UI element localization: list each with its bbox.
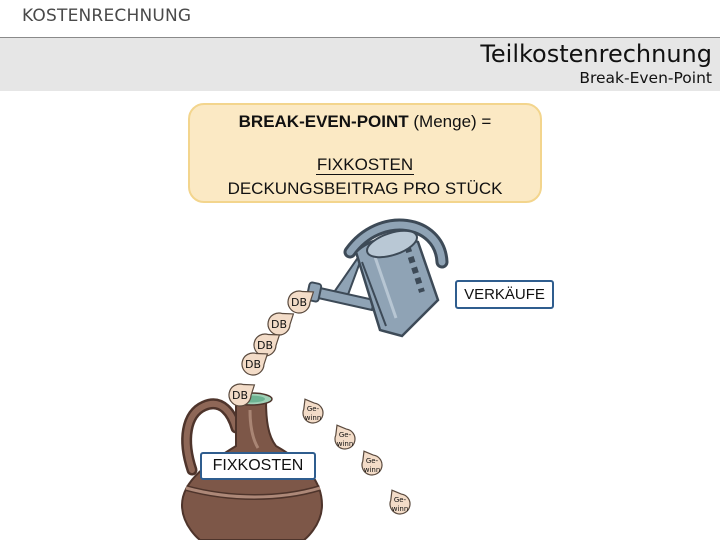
gewinn-drop-shape [302,398,324,424]
header-band [0,37,720,91]
gewinn-drop: Ge-winn [334,424,356,450]
page-title: Teilkostenrechnung [480,40,712,68]
gewinn-drop: Ge-winn [361,450,383,476]
formula-heading: BREAK-EVEN-POINT (Menge) = [190,112,540,132]
db-drop: DB [228,383,256,407]
gewinn-drop-shape [361,450,383,476]
db-drop: DB [287,290,315,314]
formula-numerator: FIXKOSTEN [190,155,540,175]
formula-numerator-text: FIXKOSTEN [315,155,415,175]
db-drop-label: DB [271,318,287,331]
db-drop-shape [228,383,256,407]
gewinn-drop-label: Ge- [366,457,379,465]
db-drop-label: DB [291,296,307,309]
fixed-costs-label: FIXKOSTEN [200,452,316,480]
gewinn-drop: Ge-winn [389,489,411,515]
formula-box: BREAK-EVEN-POINT (Menge) = FIXKOSTEN DEC… [188,103,542,203]
sales-label: VERKÄUFE [455,280,554,309]
formula-heading-rest: (Menge) = [408,112,492,131]
gewinn-drop-label: winn [364,466,381,474]
gewinn-drop-label: Ge- [394,496,407,504]
db-drop-shape [241,352,269,376]
watering-can-icon [305,218,449,338]
db-drop-shape [267,312,295,336]
page-subtitle: Break-Even-Point [579,69,712,87]
gewinn-drop-label: winn [337,440,354,448]
gewinn-drop-label: winn [305,414,322,422]
gewinn-drop-label: winn [392,505,409,513]
db-drop-label: DB [257,339,273,352]
db-drop: DB [267,312,295,336]
db-drop: DB [241,352,269,376]
gewinn-drop-shape [334,424,356,450]
db-drop-shape [287,290,315,314]
formula-heading-bold: BREAK-EVEN-POINT [238,112,409,131]
gewinn-drop-shape [389,489,411,515]
db-drop: DB [253,333,281,357]
db-drop-label: DB [232,389,248,402]
gewinn-drop-label: Ge- [307,405,320,413]
formula-denominator: DECKUNGSBEITRAG PRO STÜCK [227,179,503,198]
db-drop-label: DB [245,358,261,371]
gewinn-drop: Ge-winn [302,398,324,424]
db-drop-shape [253,333,281,357]
gewinn-drop-label: Ge- [339,431,352,439]
section-title: KOSTENRECHNUNG [22,6,192,26]
